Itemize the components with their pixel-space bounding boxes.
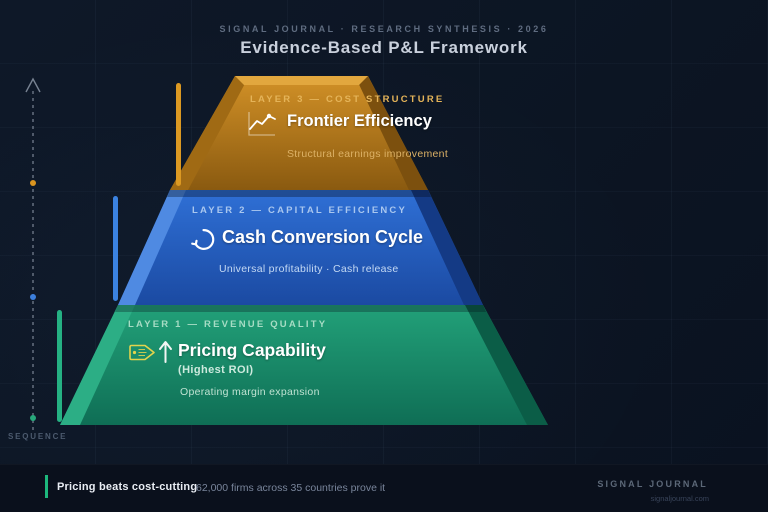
layer1-title: Pricing Capability: [178, 340, 326, 360]
sequence-axis: [25, 77, 41, 430]
page-title: Evidence-Based P&L Framework: [240, 38, 528, 57]
layer2-subtitle: Universal profitability · Cash release: [219, 263, 399, 275]
layer1-tag: LAYER 1 — REVENUE QUALITY: [128, 319, 328, 330]
cycle-icon: [191, 229, 215, 250]
layer2-tag: LAYER 2 — CAPITAL EFFICIENCY: [192, 205, 408, 216]
layer2-shape: [118, 190, 483, 305]
layer2-title: Cash Conversion Cycle: [222, 227, 424, 247]
layer2-bar: [113, 196, 118, 301]
up-arrow-icon: [159, 341, 172, 363]
journal-eyebrow: SIGNAL JOURNAL · RESEARCH SYNTHESIS · 20…: [219, 24, 549, 34]
layer3-tag: LAYER 3 — COST STRUCTURE: [250, 94, 445, 105]
sequence-axis-label: SEQUENCE: [8, 432, 68, 441]
layer1-note: (Highest ROI): [178, 364, 254, 376]
layer3-bar: [176, 83, 181, 186]
axis-arrow-icon: [25, 77, 41, 93]
layer1-bar: [57, 310, 62, 422]
layer3-subtitle: Structural earnings improvement: [287, 148, 449, 160]
axis-dot-layer3: [30, 180, 36, 186]
layer3-title: Frontier Efficiency: [287, 112, 432, 130]
footer-brand: SIGNAL JOURNAL: [597, 479, 708, 489]
axis-dot-layer2: [30, 294, 36, 300]
footer-accent-line: [45, 475, 48, 498]
footer-bar: Pricing beats cost-cutting 62,000 firms …: [0, 464, 768, 512]
axis-dot-layer1: [30, 415, 36, 421]
layer1-shape: [60, 305, 548, 425]
layer1-subtitle: Operating margin expansion: [180, 386, 320, 398]
chart-line-icon: [248, 112, 276, 136]
layer3-shape: [170, 76, 428, 190]
footer-key-finding: Pricing beats cost-cutting: [57, 481, 198, 493]
footer-evidence-note: 62,000 firms across 35 countries prove i…: [196, 482, 386, 494]
layer-measure-bars: [57, 83, 181, 422]
footer-website: signaljournal.com: [650, 494, 709, 503]
price-tag-icon: [129, 344, 155, 361]
